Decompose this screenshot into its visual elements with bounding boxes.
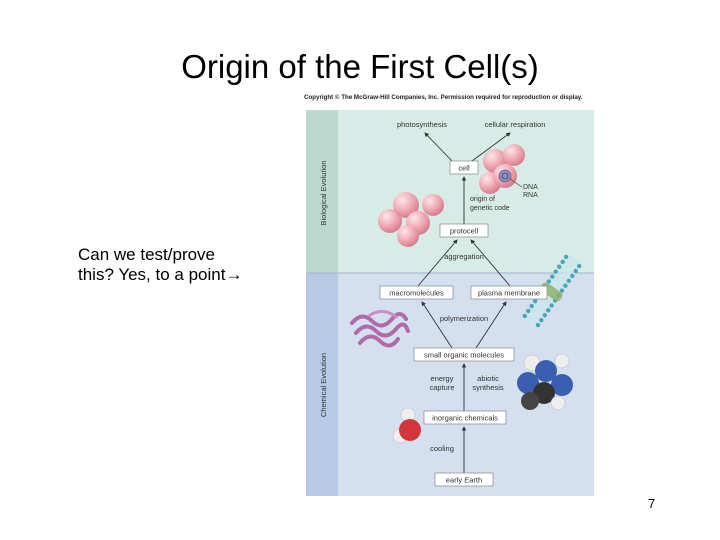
page-number: 7 [648, 496, 656, 511]
macromolecules-label: macromolecules [389, 289, 444, 298]
protocell-spheres [378, 192, 444, 247]
polymerization-label: polymerization [440, 314, 488, 323]
water-molecule-illustration [392, 407, 421, 444]
cell-label: cell [458, 164, 470, 173]
arrow-small-to-macro [421, 301, 453, 349]
energy-capture-label-1: energy [431, 374, 454, 383]
organic-molecule-illustration [517, 353, 573, 411]
biological-evolution-label: Biological Evolution [319, 160, 328, 225]
origin-genetic-code-label-1: origin of [470, 196, 495, 203]
cell-box [449, 160, 479, 175]
inorganic-chemicals-label: inorganic chemicals [432, 414, 498, 423]
plasma-membrane-label: plasma membrane [478, 289, 540, 298]
side-text-line2-text: this? Yes, to a point [78, 265, 226, 284]
cellular-respiration-label: cellular respiration [485, 120, 546, 129]
early-earth-label: early Earth [446, 476, 482, 485]
right-arrow-icon: → [225, 265, 243, 284]
plasma-membrane-box [470, 285, 548, 300]
energy-capture-label-2: capture [429, 383, 454, 392]
side-text-line1: Can we test/prove [78, 245, 216, 264]
origin-genetic-code-label-2: genetic code [470, 205, 510, 212]
protocell-label: protocell [450, 227, 479, 236]
cell-spheres [479, 144, 525, 194]
dna-pointer [509, 178, 523, 188]
dna-label: DNA [523, 184, 538, 191]
evolution-figure: Biological Evolution Chemical Evolution … [306, 110, 594, 496]
abiotic-synthesis-label-1: abiotic [477, 374, 499, 383]
chemical-strip [306, 273, 338, 496]
plasma-membrane-illustration [521, 253, 583, 329]
inorganic-chemicals-box [423, 410, 507, 425]
cooling-label: cooling [430, 444, 454, 453]
rna-label: RNA [523, 192, 538, 199]
arrow-membrane-to-protocell [470, 239, 511, 287]
macromolecules-box [379, 285, 454, 300]
small-organic-molecules-box [413, 347, 515, 362]
figure-copyright: Copyright © The McGraw-Hill Companies, I… [304, 94, 583, 101]
arrow-cell-to-respiration [471, 132, 511, 162]
arrow-macro-to-protocell [417, 239, 458, 287]
macromolecule-illustration [350, 310, 410, 348]
photosynthesis-label: photosynthesis [397, 120, 447, 129]
biological-section-bg [306, 110, 594, 273]
protocell-box [439, 223, 489, 238]
aggregation-label: aggregation [444, 252, 484, 261]
arrow-cell-to-photosynthesis [424, 132, 453, 162]
small-organic-molecules-label: small organic molecules [424, 351, 504, 360]
side-text: Can we test/prove this? Yes, to a point→ [78, 245, 288, 285]
chemical-evolution-label: Chemical Evolution [319, 353, 328, 417]
biological-strip [306, 110, 338, 273]
side-text-line2: this? Yes, to a point→ [78, 265, 288, 285]
abiotic-synthesis-label-2: synthesis [472, 383, 504, 392]
slide-title: Origin of the First Cell(s) [181, 48, 539, 85]
early-earth-box [434, 472, 494, 487]
arrow-small-to-membrane [475, 301, 507, 349]
